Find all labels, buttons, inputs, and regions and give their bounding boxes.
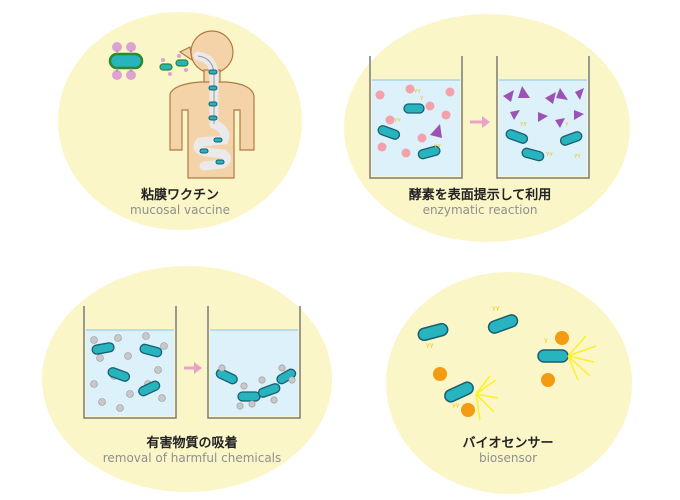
target-molecules (433, 331, 569, 417)
label-en-enzyme: enzymatic reaction (422, 203, 538, 217)
sensor-cells (417, 314, 569, 403)
svg-text:ᵞᵞ: ᵞᵞ (426, 342, 434, 353)
digestive-tract-outline (197, 55, 215, 124)
svg-text:ᵞᵞ: ᵞᵞ (546, 151, 553, 161)
svg-text:ᵞᵞ: ᵞᵞ (520, 121, 527, 131)
reaction-arrow (470, 116, 490, 128)
enzyme-display-cells-after (505, 129, 583, 162)
small-vaccine-cells (159, 54, 189, 76)
svg-text:ᵞᵞ: ᵞᵞ (434, 143, 441, 153)
signal-flash (475, 335, 597, 421)
label-ja-vaccine: 粘膜ワクチン (140, 188, 219, 203)
adsorbed-chemicals (218, 364, 296, 410)
label-ja-enzyme: 酵素を表面提示して利用 (408, 188, 552, 203)
adsorption-arrow (184, 362, 202, 374)
adsorbent-cells (91, 342, 163, 397)
svg-text:ᵞᵞ: ᵞᵞ (492, 305, 500, 316)
svg-text:ᵞᵞ: ᵞᵞ (574, 153, 581, 163)
settled-cells (215, 368, 297, 402)
label-en-sensor: biosensor (478, 451, 538, 465)
substrate-molecules (375, 84, 455, 158)
product-triangle (430, 124, 442, 138)
svg-text:ᵞᵞ: ᵞᵞ (394, 117, 401, 127)
panel-background-sensor (386, 272, 632, 494)
svg-text:ᵞ: ᵞ (420, 95, 424, 105)
label-en-vaccine: mucosal vaccine (130, 203, 230, 217)
label-ja-sensor: バイオセンサー (462, 436, 554, 451)
svg-text:ᵞ: ᵞ (544, 337, 548, 348)
ingested-cells (199, 69, 225, 165)
label-en-removal: removal of harmful chemicals (102, 451, 282, 465)
svg-text:ᵞᵞ: ᵞᵞ (452, 402, 460, 413)
label-ja-removal: 有害物質の吸着 (146, 436, 238, 451)
svg-text:ᵞ: ᵞ (565, 121, 569, 131)
svg-text:ᵞᵞ: ᵞᵞ (414, 88, 421, 98)
vaccine-cell (108, 42, 144, 80)
beaker-after-adsorption (207, 306, 301, 419)
enzyme-display-cells (377, 103, 441, 160)
product-molecules (503, 86, 584, 128)
human-body (169, 30, 255, 179)
beaker-with-chemicals (83, 306, 177, 419)
